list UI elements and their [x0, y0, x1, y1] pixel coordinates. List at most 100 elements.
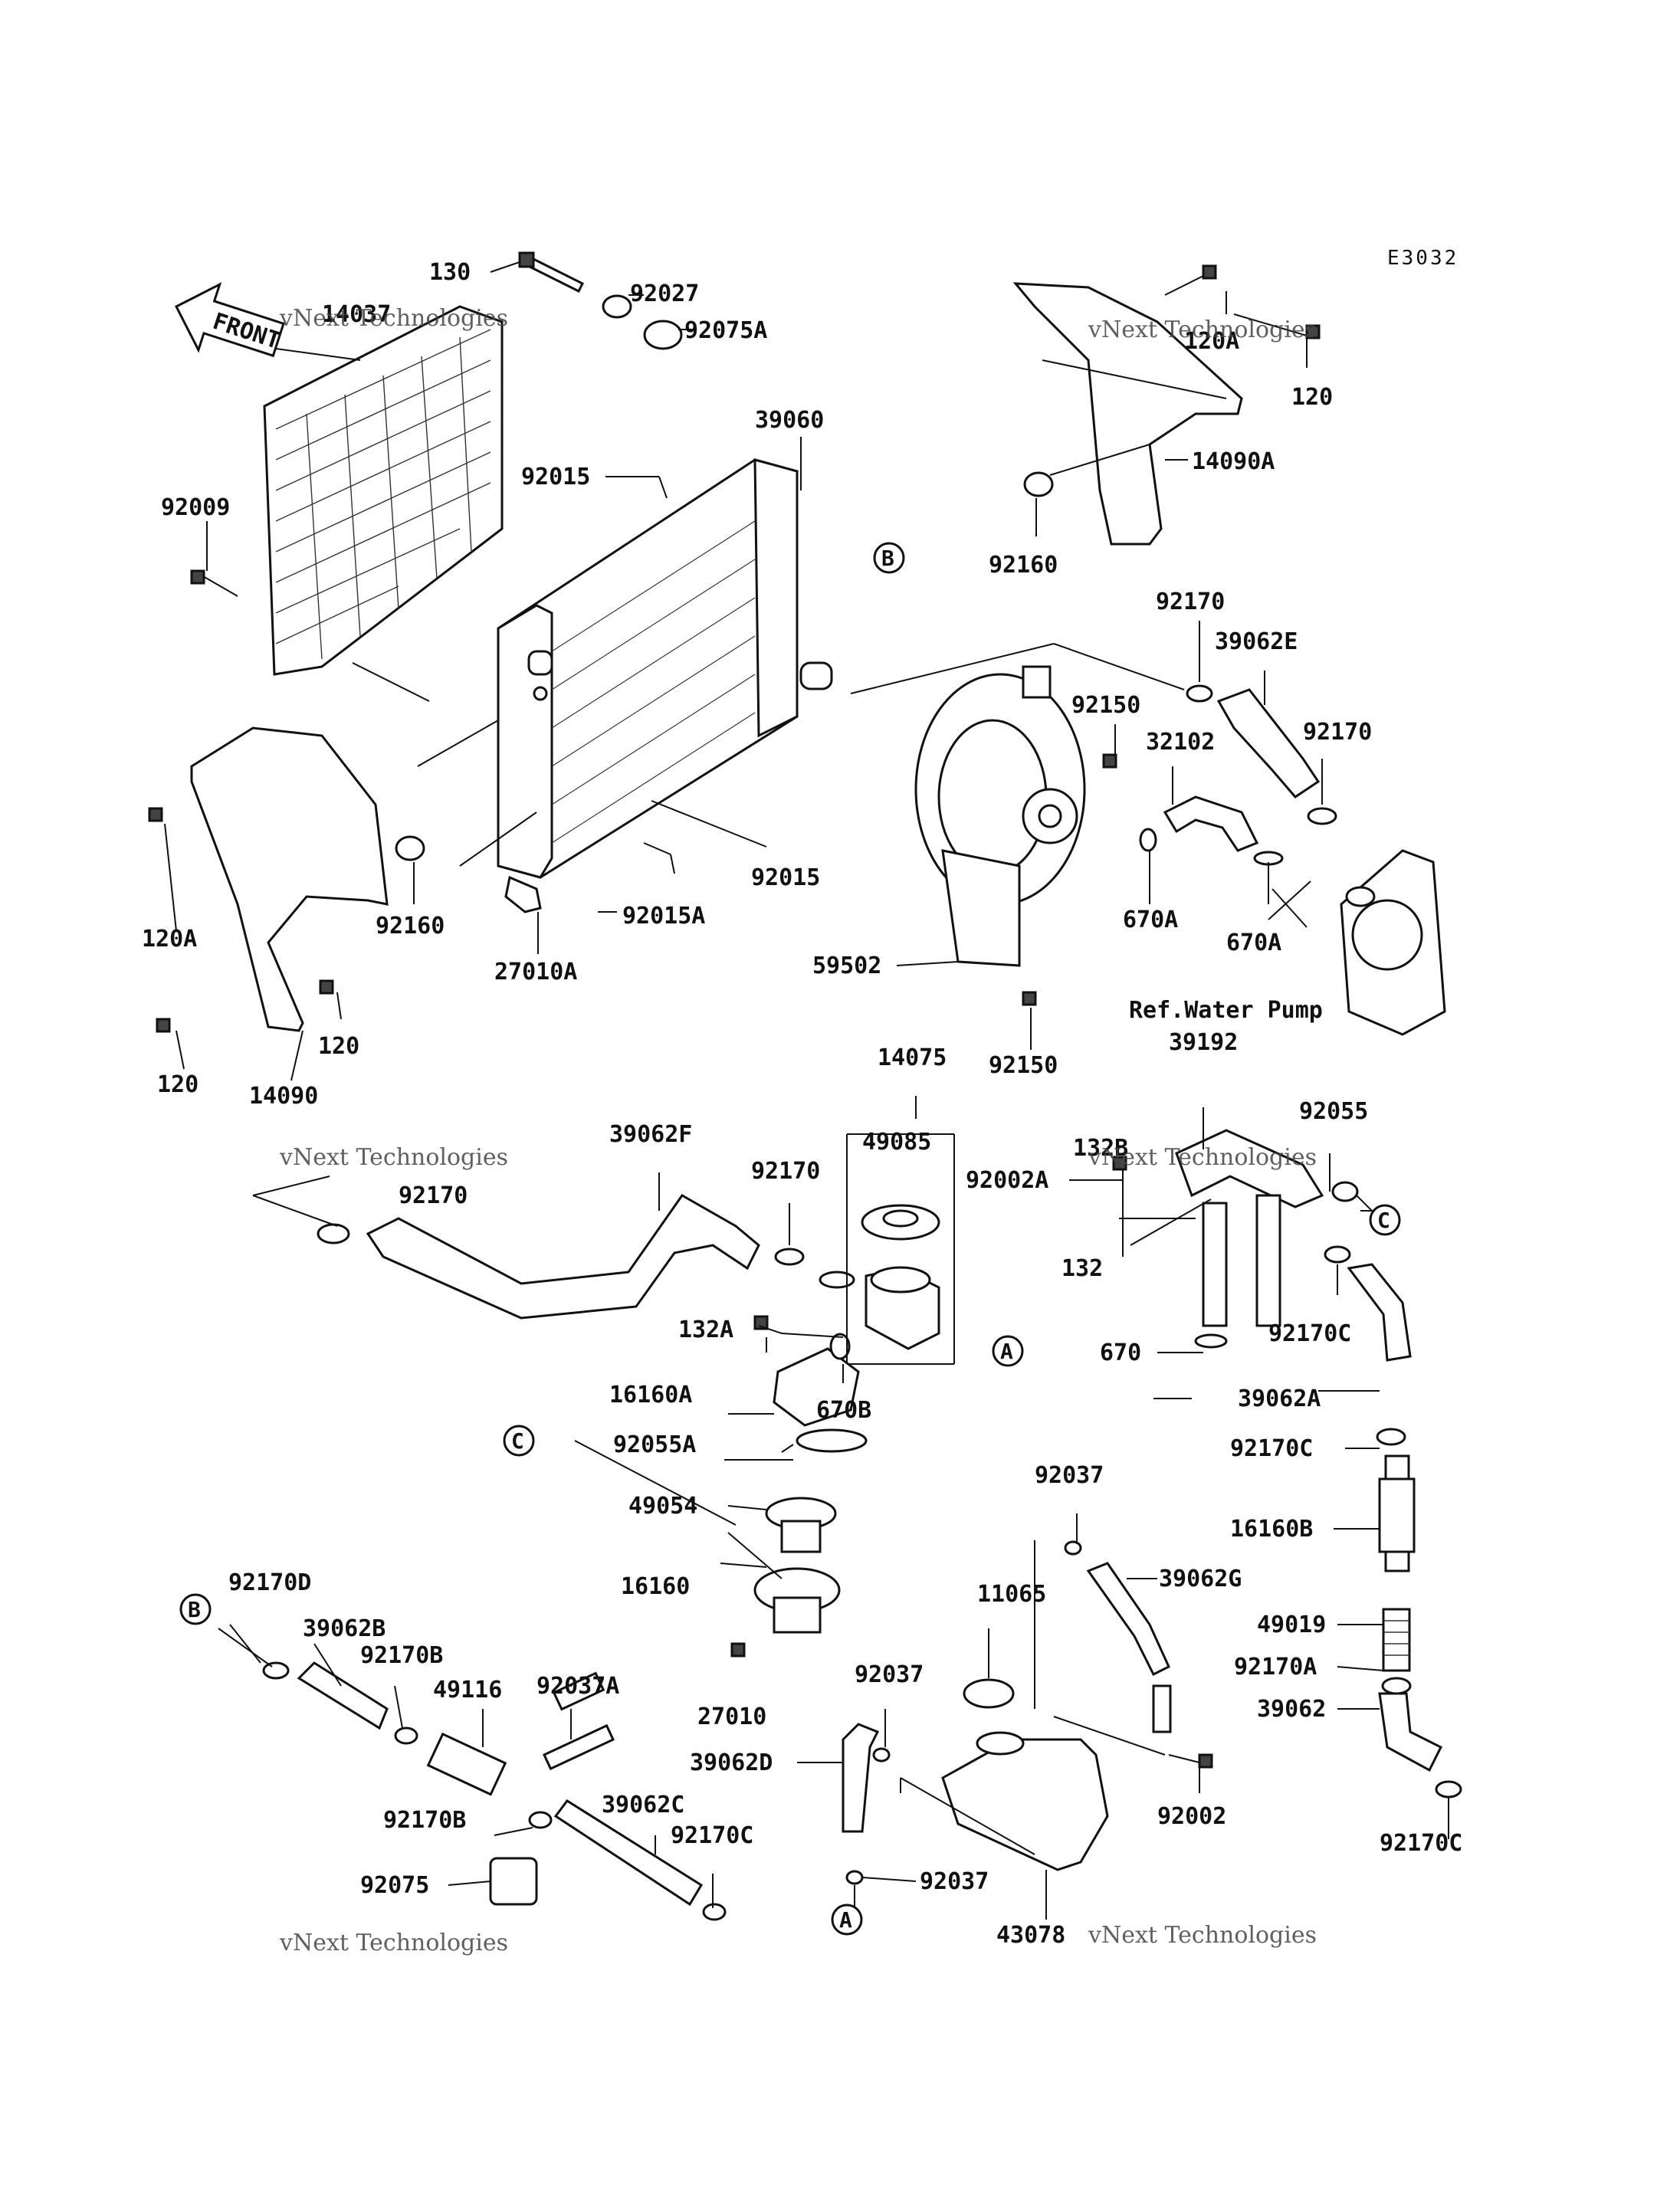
part-label[interactable]: 92037A [536, 1673, 619, 1700]
bracket-14090a-drawing [1012, 282, 1243, 546]
pipe-32102-drawing [1163, 795, 1259, 852]
water-pump-drawing [914, 665, 1086, 967]
part-label[interactable]: 92160 [989, 552, 1058, 579]
part-label[interactable]: 92170C [1380, 1830, 1462, 1857]
part-label[interactable]: 14037 [322, 301, 391, 328]
part-label[interactable]: 92002 [1157, 1803, 1226, 1830]
part-label[interactable]: 32102 [1146, 729, 1215, 756]
part-label[interactable]: 39060 [755, 407, 824, 434]
part-label[interactable]: 59502 [812, 953, 881, 979]
part-label[interactable]: 92170B [383, 1807, 466, 1834]
svg-text:vNext Technologies: vNext Technologies [1088, 1922, 1317, 1949]
part-label[interactable]: 39062 [1257, 1696, 1326, 1723]
radiator-screen-drawing [263, 305, 504, 676]
part-label[interactable]: 92075A [684, 317, 767, 344]
part-label[interactable]: 92037 [920, 1868, 989, 1895]
part-label[interactable]: 92055A [613, 1431, 696, 1458]
part-label[interactable]: 92170 [1303, 719, 1372, 746]
part-label[interactable]: 14090A [1192, 448, 1275, 475]
circle-ref-a-1: A [992, 1335, 1024, 1367]
bracket-14090-drawing [190, 726, 389, 1032]
part-label[interactable]: 670B [816, 1397, 871, 1424]
part-label[interactable]: 670A [1123, 907, 1178, 933]
fasteners-drawing [148, 251, 1462, 1921]
part-label[interactable]: 120A [142, 926, 197, 953]
part-labels: 130 92027 92075A 14037 39060 92015 92009… [142, 259, 1462, 1949]
part-label[interactable]: 92037 [1035, 1462, 1104, 1489]
part-label[interactable]: 132A [678, 1317, 733, 1343]
part-label[interactable]: 27010A [494, 959, 577, 985]
part-label[interactable]: 120 [1291, 384, 1333, 411]
part-label[interactable]: 92170C [1268, 1320, 1351, 1347]
part-label[interactable]: 92150 [989, 1052, 1058, 1079]
part-label[interactable]: 16160A [609, 1382, 692, 1408]
thermostat-housing-drawing [753, 1347, 868, 1634]
part-label[interactable]: 92037 [855, 1661, 924, 1688]
part-label[interactable]: 92002A [966, 1167, 1048, 1194]
part-label[interactable]: 92150 [1071, 692, 1140, 719]
part-label[interactable]: 39062C [602, 1792, 684, 1818]
part-label[interactable]: 670A [1226, 930, 1281, 956]
part-label[interactable]: 14075 [878, 1044, 947, 1071]
part-label[interactable]: 92075 [360, 1872, 429, 1899]
filler-neck-drawing [861, 1204, 940, 1350]
svg-text:B: B [881, 546, 894, 571]
svg-text:vNext Technologies: vNext Technologies [279, 1144, 508, 1171]
part-label[interactable]: 39062E [1215, 628, 1298, 655]
part-label[interactable]: 11065 [977, 1581, 1046, 1608]
part-label[interactable]: 92170C [671, 1822, 753, 1849]
part-label[interactable]: 92015A [622, 903, 705, 930]
hose-lower-left-drawing [297, 1661, 704, 1907]
part-label[interactable]: 27010 [697, 1703, 766, 1730]
part-label[interactable]: 39062B [303, 1615, 386, 1642]
part-label[interactable]: 92170A [1234, 1654, 1317, 1681]
hose-39062f-drawing [366, 1194, 760, 1320]
part-label[interactable]: 92015 [751, 864, 820, 891]
part-label[interactable]: 39192 [1169, 1029, 1238, 1056]
part-label[interactable]: 49019 [1257, 1612, 1326, 1638]
part-label[interactable]: 49085 [862, 1129, 931, 1156]
diagram-code: E3032 [1387, 247, 1459, 270]
svg-text:A: A [1000, 1339, 1013, 1364]
part-label[interactable]: 670 [1100, 1340, 1141, 1366]
part-label[interactable]: 132B [1073, 1135, 1128, 1162]
reservoir-tank-drawing [941, 1678, 1109, 1871]
part-label[interactable]: 16160B [1230, 1516, 1313, 1543]
part-label[interactable]: 39062D [690, 1749, 773, 1776]
part-label[interactable]: 92009 [161, 494, 230, 521]
part-label[interactable]: 39062A [1238, 1385, 1321, 1412]
part-label[interactable]: 14090 [249, 1083, 318, 1110]
part-label[interactable]: 16160 [621, 1573, 690, 1600]
part-label[interactable]: 130 [429, 259, 471, 286]
part-label[interactable]: 132 [1061, 1255, 1103, 1282]
part-label[interactable]: 39062G [1159, 1566, 1242, 1592]
hose-39062a-drawing [1347, 1263, 1412, 1362]
part-label[interactable]: 92170C [1230, 1435, 1313, 1462]
svg-text:vNext Technologies: vNext Technologies [1088, 1144, 1317, 1171]
hose-39062d-drawing [842, 1723, 880, 1833]
part-label[interactable]: 120 [157, 1071, 199, 1098]
circle-ref-b-2: B [179, 1593, 212, 1625]
part-label[interactable]: 92170 [751, 1158, 820, 1185]
part-label[interactable]: 92170 [1156, 589, 1225, 615]
part-label[interactable]: 120 [318, 1033, 359, 1060]
part-label[interactable]: 43078 [996, 1922, 1065, 1949]
circle-ref-a-2: A [831, 1904, 863, 1936]
leader-lines [164, 261, 1449, 1931]
filter-16160b-drawing [1378, 1454, 1416, 1672]
svg-text:A: A [839, 1907, 852, 1933]
part-label[interactable]: 92170D [228, 1569, 311, 1596]
part-label[interactable]: 92015 [521, 464, 590, 490]
part-label[interactable]: 92170B [360, 1642, 443, 1669]
hose-39062g-drawing [1086, 1562, 1172, 1733]
part-label[interactable]: 92055 [1299, 1098, 1368, 1125]
circle-ref-b-1: B [873, 542, 905, 574]
part-label[interactable]: 92170 [399, 1182, 468, 1209]
part-label[interactable]: 92160 [376, 913, 445, 939]
part-label[interactable]: 92027 [630, 280, 699, 307]
svg-text:B: B [188, 1597, 201, 1622]
part-label[interactable]: 120A [1184, 328, 1239, 355]
part-label[interactable]: 49054 [628, 1493, 697, 1520]
part-label[interactable]: 49116 [433, 1677, 502, 1703]
part-label[interactable]: 39062F [609, 1121, 692, 1148]
